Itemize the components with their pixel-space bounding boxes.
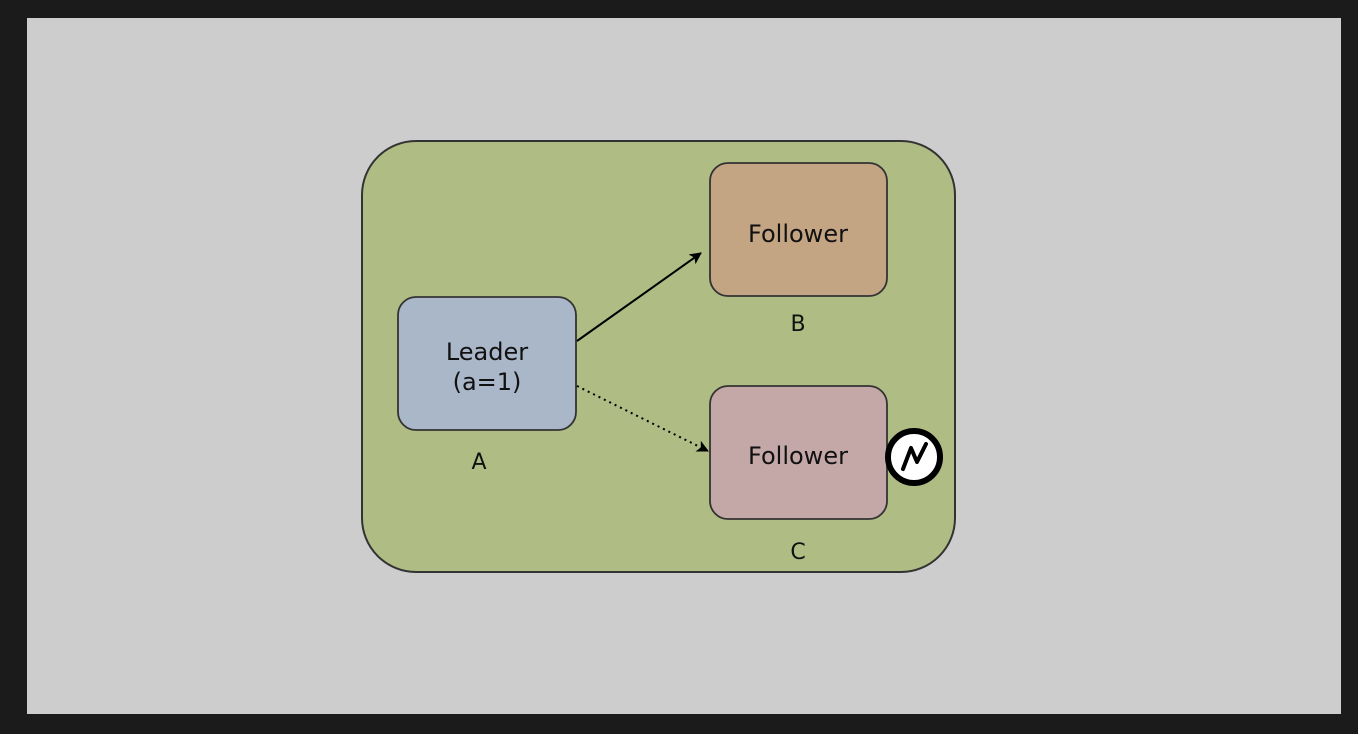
link-a-to-b [576,252,702,342]
follower-node-b[interactable]: Follower [709,162,888,297]
follower-b-label: Follower [748,220,848,248]
leader-caption: A [471,450,486,475]
leader-label: Leader [446,338,528,366]
failure-badge [885,428,943,486]
link-a-to-c [576,385,709,452]
follower-c-label: Follower [748,442,848,470]
leader-node[interactable]: Leader (a=1) [397,296,577,431]
follower-c-caption: C [790,540,805,565]
leader-value-label: (a=1) [453,368,522,396]
follower-b-caption: B [790,312,805,337]
follower-node-c[interactable]: Follower [709,385,888,520]
lightning-bolt-icon [901,442,928,471]
